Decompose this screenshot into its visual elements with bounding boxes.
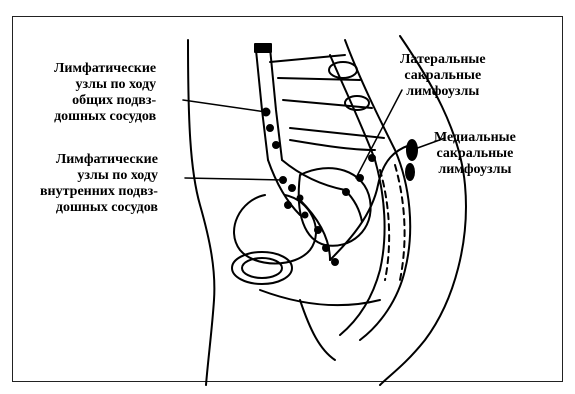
vertebra-1 bbox=[270, 55, 345, 62]
vertebra-oval-top bbox=[329, 62, 357, 78]
label-line: дошных сосудов bbox=[40, 200, 158, 216]
body-front-outline bbox=[188, 40, 214, 385]
vertebra-oval-mid bbox=[345, 96, 369, 110]
label-line: сакральные bbox=[400, 68, 486, 84]
label-line: узлы по ходу bbox=[40, 168, 158, 184]
pubic-bone-inner bbox=[242, 258, 282, 278]
lymph-node-clusters bbox=[263, 109, 418, 266]
leader-common-iliac bbox=[183, 100, 266, 112]
label-line: общих подвз- bbox=[54, 93, 156, 109]
vertebra-4 bbox=[290, 128, 384, 138]
label-line: лимфоузлы bbox=[400, 84, 486, 100]
perineum bbox=[300, 300, 335, 360]
label-line: Лимфатические bbox=[40, 152, 158, 168]
vertebra-3 bbox=[283, 100, 372, 108]
label-line: внутренних подвз- bbox=[40, 184, 158, 200]
label-line: Медиальные bbox=[434, 130, 516, 146]
vessel-branch-3 bbox=[290, 140, 375, 150]
coccyx-dashes bbox=[395, 165, 405, 280]
label-internal-iliac-nodes: Лимфатические узлы по ходу внутренних по… bbox=[40, 152, 158, 216]
leader-internal-iliac bbox=[185, 178, 283, 180]
label-line: сакральные bbox=[434, 146, 516, 162]
vessel-cap bbox=[255, 44, 271, 52]
label-line: Лимфатические bbox=[54, 61, 156, 77]
label-medial-sacral-nodes: Медиальные сакральные лимфоузлы bbox=[434, 130, 516, 178]
label-line: узлы по ходу bbox=[54, 77, 156, 93]
label-line: лимфоузлы bbox=[434, 162, 516, 178]
label-line: дошных сосудов bbox=[54, 109, 156, 125]
label-line: Латеральные bbox=[400, 52, 486, 68]
pelvic-floor bbox=[260, 290, 380, 305]
label-lateral-sacral-nodes: Латеральные сакральные лимфоузлы bbox=[400, 52, 486, 100]
label-common-iliac-nodes: Лимфатические узлы по ходу общих подвз- … bbox=[54, 61, 156, 125]
iliac-vessel-left bbox=[256, 50, 268, 160]
